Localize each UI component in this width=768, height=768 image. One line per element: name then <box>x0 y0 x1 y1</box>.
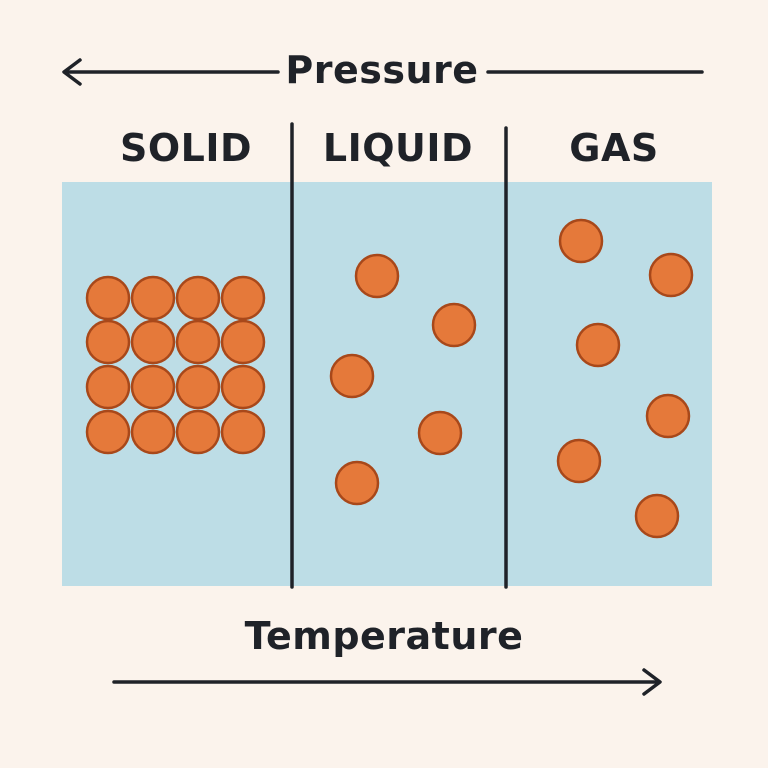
solid-particle <box>85 364 131 410</box>
solid-particle <box>220 364 266 410</box>
liquid-particle <box>354 253 400 299</box>
liquid-particle <box>329 353 375 399</box>
gas-particle <box>558 218 604 264</box>
pressure-arrow <box>62 58 704 86</box>
solid-particle <box>85 409 131 455</box>
solid-particle <box>130 364 176 410</box>
pressure-label: Pressure <box>285 48 479 92</box>
gas-particle <box>556 438 602 484</box>
solid-particle <box>175 364 221 410</box>
liquid-particle <box>431 302 477 348</box>
liquid-particle <box>334 460 380 506</box>
solid-particle <box>175 275 221 321</box>
gas-particle <box>575 322 621 368</box>
solid-particle <box>220 275 266 321</box>
solid-particle <box>220 409 266 455</box>
solid-particle <box>130 319 176 365</box>
solid-particle <box>130 275 176 321</box>
solid-heading: SOLID <box>119 126 253 170</box>
solid-particles <box>85 275 266 455</box>
liquid-heading: LIQUID <box>322 126 474 170</box>
solid-particle <box>85 319 131 365</box>
temperature-arrow <box>112 668 662 696</box>
gas-heading: GAS <box>569 126 659 170</box>
liquid-particle <box>417 410 463 456</box>
gas-particle <box>645 393 691 439</box>
gas-particle <box>634 493 680 539</box>
solid-particle <box>175 319 221 365</box>
solid-particle <box>220 319 266 365</box>
liquid-particles <box>329 253 477 506</box>
temperature-label: Temperature <box>244 614 524 658</box>
solid-particle <box>175 409 221 455</box>
solid-particle <box>85 275 131 321</box>
solid-particle <box>130 409 176 455</box>
gas-particles <box>556 218 694 539</box>
gas-particle <box>648 252 694 298</box>
